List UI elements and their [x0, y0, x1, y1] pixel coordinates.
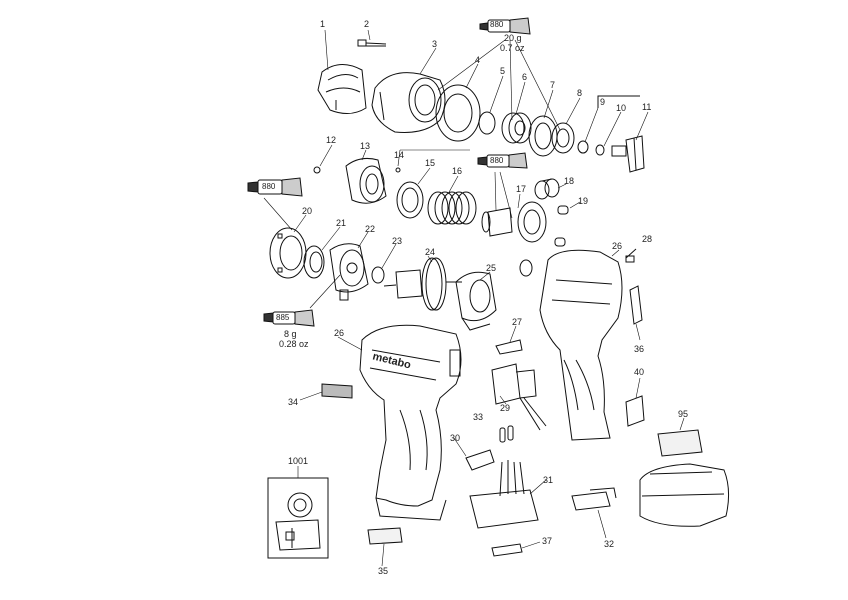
grease-top-code: 880 — [490, 20, 504, 29]
label-part-2: 2 — [364, 19, 370, 29]
part-34-label — [321, 383, 353, 399]
part-1-front-cover — [317, 64, 367, 114]
grease-mid-code: 880 — [490, 156, 504, 165]
label-part-14: 14 — [394, 150, 405, 160]
part-4-gasket — [435, 84, 481, 142]
part-8-disc — [551, 122, 575, 154]
label-part-26-right: 26 — [612, 241, 623, 251]
part-17-spindle — [481, 201, 547, 243]
part-23-ring — [371, 266, 385, 284]
label-part-28: 28 — [642, 234, 653, 244]
bracket-9-11 — [597, 95, 640, 108]
part-35-label-bottom — [367, 527, 403, 545]
part-31-electronics — [469, 460, 539, 529]
label-part-36: 36 — [634, 344, 645, 354]
part-13-hammer — [345, 158, 387, 204]
part-37-connector — [491, 543, 523, 557]
label-part-34: 34 — [288, 397, 299, 407]
label-part-15: 15 — [425, 158, 436, 168]
part-16-spring — [427, 191, 477, 225]
part-19-pins — [554, 205, 569, 247]
part-32-latch — [571, 487, 617, 511]
part-29-switch — [491, 363, 547, 431]
label-part-22: 22 — [365, 224, 376, 234]
part-25-stator — [455, 271, 497, 331]
label-part-1: 1 — [320, 19, 326, 29]
label-part-26-left: 26 — [334, 328, 345, 338]
part-33-contacts — [499, 425, 514, 443]
grease-tube-top — [437, 17, 561, 131]
part-9-ring — [577, 140, 589, 154]
label-part-32: 32 — [604, 539, 615, 549]
label-part-13: 13 — [360, 141, 371, 151]
part-24-rotor — [383, 257, 462, 311]
part-12-ball — [313, 166, 321, 174]
label-part-23: 23 — [392, 236, 403, 246]
label-part-95: 95 — [678, 409, 689, 419]
washer-small — [519, 259, 533, 277]
leader-lines — [293, 29, 685, 567]
label-part-8: 8 — [577, 88, 583, 98]
label-part-27: 27 — [512, 317, 523, 327]
inset-1001 — [267, 477, 329, 559]
part-20-ring-gear — [269, 227, 307, 279]
label-part-30: 30 — [450, 433, 461, 443]
part-7-washer — [528, 115, 558, 157]
grease-bottom-amount: 8 g — [284, 329, 297, 339]
label-part-4: 4 — [475, 55, 481, 65]
label-part-11: 11 — [642, 102, 652, 112]
battery-pack — [639, 463, 730, 527]
label-part-10: 10 — [616, 103, 627, 113]
part-11-anvil — [611, 135, 645, 173]
label-part-33: 33 — [473, 412, 484, 422]
grease-top-amount-oz: 0.7 oz — [500, 43, 525, 53]
label-part-29: 29 — [500, 403, 511, 413]
part-6-bearing — [501, 112, 532, 144]
part-14-ball — [395, 167, 401, 173]
grease-tube-left — [247, 177, 303, 231]
part-15-washer — [396, 181, 424, 219]
label-part-9: 9 — [600, 97, 606, 107]
label-part-1001: 1001 — [288, 456, 309, 466]
part-2-screw — [357, 39, 387, 47]
label-part-24: 24 — [425, 247, 436, 257]
part-36-label-right — [629, 285, 643, 325]
grease-tube-mid — [477, 152, 528, 219]
label-part-19: 19 — [578, 196, 589, 206]
grease-tube-bottom — [263, 274, 341, 327]
label-part-5: 5 — [500, 66, 506, 76]
grease-top-amount: 20 g — [504, 33, 522, 43]
grease-bottom-amount-oz: 0.28 oz — [279, 339, 309, 349]
label-part-17: 17 — [516, 184, 527, 194]
label-part-37: 37 — [542, 536, 553, 546]
label-part-18: 18 — [564, 176, 575, 186]
part-40-clip — [625, 395, 645, 427]
label-part-20: 20 — [302, 206, 313, 216]
part-30-led-holder — [465, 449, 495, 471]
grease-bottom-code: 885 — [276, 313, 290, 322]
part-27-bracket — [495, 339, 523, 355]
label-part-31: 31 — [543, 475, 554, 485]
label-part-16: 16 — [452, 166, 463, 176]
part-28-screw — [625, 248, 637, 263]
part-5-ring — [478, 111, 496, 135]
part-3-gear-housing — [371, 72, 446, 133]
part-95-card — [657, 429, 703, 457]
label-part-7: 7 — [550, 80, 556, 90]
label-part-40: 40 — [634, 367, 645, 377]
part-26-housing-left — [359, 324, 462, 521]
part-10-ring — [595, 144, 605, 156]
part-22-carrier — [329, 243, 369, 301]
grease-left-code: 880 — [262, 182, 276, 191]
label-part-3: 3 — [432, 39, 438, 49]
part-18-roller — [534, 178, 560, 200]
label-part-12: 12 — [326, 135, 337, 145]
label-part-21: 21 — [336, 218, 347, 228]
part-26-housing-right — [539, 249, 623, 441]
label-part-6: 6 — [522, 72, 528, 82]
part-21-ring — [303, 245, 325, 279]
label-part-35: 35 — [378, 566, 389, 576]
label-part-25: 25 — [486, 263, 497, 273]
